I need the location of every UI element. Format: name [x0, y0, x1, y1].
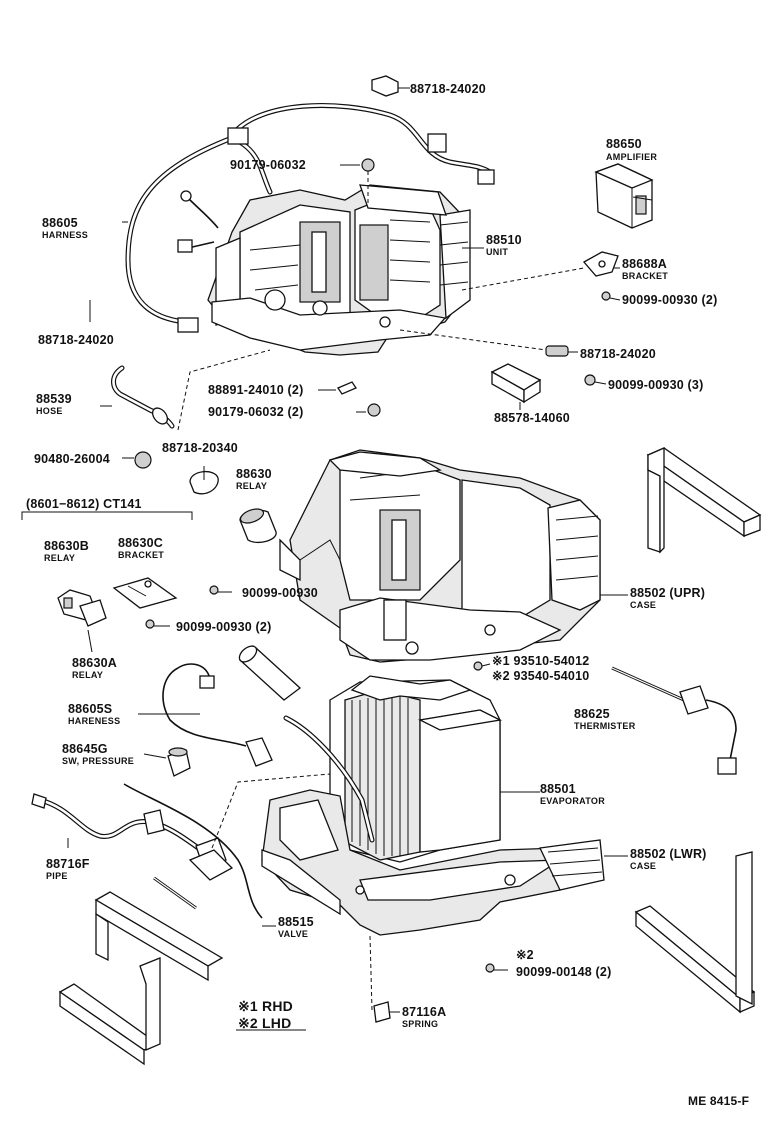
- valve-88515: [123, 773, 331, 919]
- case-upper-drawing: [279, 449, 601, 663]
- legend-rhd: ※1 RHD: [238, 998, 293, 1014]
- part-labels: 88718-24020 90179-06032 88650 AMPLIFIER …: [26, 82, 717, 1029]
- harness-88605s: [162, 663, 273, 767]
- label-88630a: 88630A: [72, 656, 117, 670]
- label-lhd-mark: ※2: [516, 948, 534, 962]
- label-90099-3: 90099-00930 (3): [608, 378, 703, 392]
- label-93510: ※1 93510-54012: [492, 654, 589, 668]
- label-88630b-sub: RELAY: [44, 553, 75, 563]
- label-88716f: 88716F: [46, 857, 90, 871]
- legend-lhd: ※2 LHD: [238, 1015, 291, 1031]
- spring-87116a: [369, 935, 400, 1023]
- label-88502-lwr: 88502 (LWR): [630, 847, 707, 861]
- label-90099-single: 90099-00930: [242, 586, 318, 600]
- group-bracket: [21, 511, 193, 520]
- relay-88630b: [57, 589, 107, 627]
- leader-lines: [67, 196, 653, 1031]
- label-88510: 88510: [486, 233, 522, 247]
- label-88688a-sub: BRACKET: [622, 271, 668, 281]
- label-90179-2: 90179-06032 (2): [208, 405, 303, 419]
- unit-assembly-drawing: [207, 184, 471, 356]
- label-93540: ※2 93540-54010: [492, 669, 589, 683]
- label-88645g: 88645G: [62, 742, 108, 756]
- label-88650: 88650: [606, 137, 642, 151]
- case-lower-drawing: [261, 789, 605, 936]
- label-group: (8601−8612) CT141: [26, 497, 142, 511]
- small-parts-center: [122, 381, 381, 469]
- label-88510-sub: UNIT: [486, 247, 508, 257]
- screw-small: [473, 661, 491, 671]
- label-90480: 90480-26004: [34, 452, 110, 466]
- label-88625: 88625: [574, 707, 610, 721]
- label-88502-upr: 88502 (UPR): [630, 586, 705, 600]
- connector-top: [371, 75, 410, 97]
- duct-bottom-right: [634, 851, 756, 1014]
- amplifier-drawing: [594, 163, 654, 229]
- pipe-88716f: [31, 793, 227, 910]
- label-88605s: 88605S: [68, 702, 112, 716]
- grommet-88578: [490, 363, 542, 404]
- label-87116a-sub: SPRING: [402, 1019, 438, 1029]
- pressure-switch-88645g: [167, 747, 191, 777]
- tube-drawing: [238, 645, 302, 701]
- clip-88718-20340: [189, 466, 219, 495]
- bolt-lower: [485, 963, 508, 973]
- label-88605-sub: HARNESS: [42, 230, 88, 240]
- diagram-code: ME 8415-F: [688, 1094, 749, 1108]
- label-90099-2-left: 90099-00930 (2): [176, 620, 271, 634]
- label-88688a: 88688A: [622, 257, 667, 271]
- relay-88630: [239, 508, 277, 544]
- label-88645g-sub: SW, PRESSURE: [62, 756, 134, 766]
- label-88501-sub: EVAPORATOR: [540, 796, 605, 806]
- label-88539: 88539: [36, 392, 72, 406]
- evaporator-drawing: [283, 675, 503, 863]
- bracket-88688a: [461, 251, 619, 291]
- label-87116a: 87116A: [402, 1005, 446, 1019]
- label-88718-right: 88718-24020: [580, 347, 656, 361]
- label-88718-top: 88718-24020: [410, 82, 486, 96]
- label-88625-sub: THERMISTER: [574, 721, 636, 731]
- label-88630c-sub: BRACKET: [118, 550, 164, 560]
- label-88718-20340: 88718-20340: [162, 441, 238, 455]
- label-88502-lwr-sub: CASE: [630, 861, 656, 871]
- legend: ※1 RHD ※2 LHD: [238, 998, 293, 1031]
- bracket-88630c: [112, 577, 178, 609]
- label-88539-sub: HOSE: [36, 406, 63, 416]
- label-88630c: 88630C: [118, 536, 163, 550]
- label-90179-top: 90179-06032: [230, 158, 306, 172]
- duct-top-right: [646, 447, 762, 554]
- label-88502-upr-sub: CASE: [630, 600, 656, 610]
- label-88716f-sub: PIPE: [46, 871, 68, 881]
- bolts-left: [145, 585, 232, 629]
- hose-88539: [111, 349, 271, 431]
- harness-wire: [125, 103, 495, 333]
- label-88501: 88501: [540, 782, 576, 796]
- bolts-right: [399, 291, 621, 386]
- label-88515: 88515: [278, 915, 314, 929]
- label-88515-sub: VALVE: [278, 929, 308, 939]
- label-88578: 88578-14060: [494, 411, 570, 425]
- nut-top: [340, 158, 375, 205]
- label-88650-sub: AMPLIFIER: [606, 152, 657, 162]
- label-88605: 88605: [42, 216, 78, 230]
- label-88630a-sub: RELAY: [72, 670, 103, 680]
- label-88630: 88630: [236, 467, 272, 481]
- label-88718-left: 88718-24020: [38, 333, 114, 347]
- label-88891: 88891-24010 (2): [208, 383, 303, 397]
- label-88630b: 88630B: [44, 539, 89, 553]
- label-88630-sub: RELAY: [236, 481, 267, 491]
- label-88605s-sub: HARENESS: [68, 716, 120, 726]
- thermister-88625: [611, 666, 737, 775]
- label-90099-00148: 90099-00148 (2): [516, 965, 611, 979]
- label-90099-2-top: 90099-00930 (2): [622, 293, 717, 307]
- duct-bottom-left: [58, 891, 224, 1066]
